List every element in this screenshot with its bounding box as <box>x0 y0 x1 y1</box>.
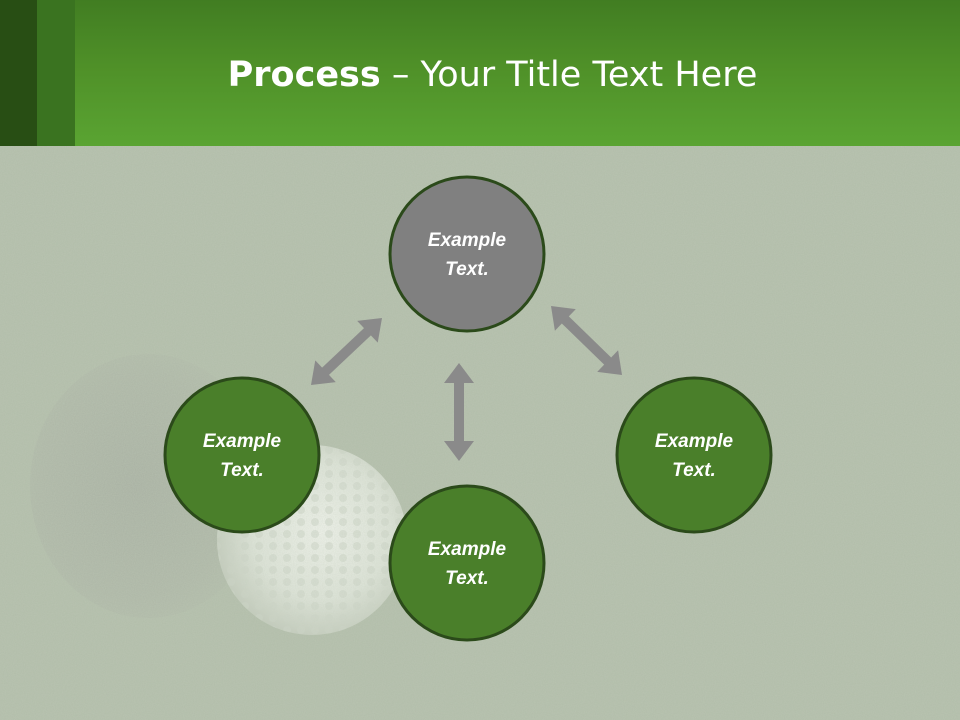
node-circle <box>388 484 546 642</box>
node-label-line2: Text. <box>445 568 489 589</box>
arrow-center-bottom <box>444 363 474 461</box>
title-rest: – Your Title Text Here <box>380 55 758 95</box>
header-accent-mid <box>37 0 75 146</box>
arrow-center-right <box>551 306 622 376</box>
header-bar <box>0 0 960 146</box>
node-circle <box>388 175 546 333</box>
header-accent-dark <box>0 0 37 146</box>
node-label-line2: Text. <box>220 460 264 481</box>
node-label-line1: Example <box>203 431 282 452</box>
node-label-line1: Example <box>428 539 507 560</box>
arrow-center-left <box>311 318 382 386</box>
slide-title[interactable]: Process – Your Title Text Here <box>75 50 910 100</box>
node-circle <box>163 376 321 534</box>
title-bold: Process <box>227 55 381 95</box>
node-label-line2: Text. <box>672 460 716 481</box>
node-label-line2: Text. <box>445 259 489 280</box>
node-circle <box>615 376 773 534</box>
node-label-line1: Example <box>655 431 734 452</box>
node-label-line1: Example <box>428 230 507 251</box>
